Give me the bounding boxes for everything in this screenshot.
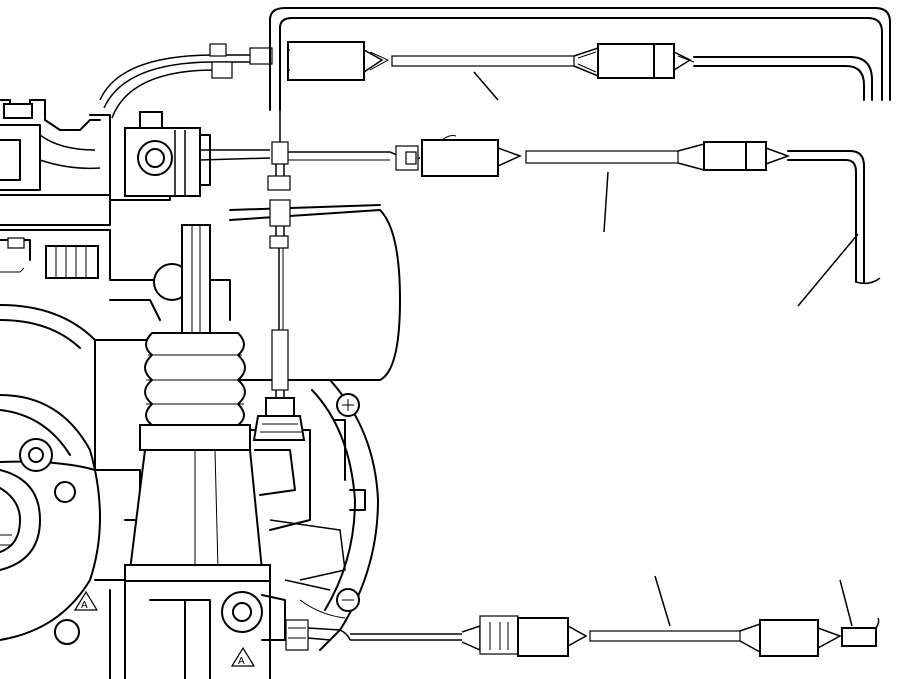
- warning-triangle-upper: A: [73, 590, 99, 611]
- svg-text:A: A: [81, 600, 88, 611]
- lower-harness: [285, 575, 880, 657]
- sensor-cable-vertical: [252, 110, 306, 441]
- warning-triangle-lower: A: [230, 646, 256, 667]
- control-lever-boot: [124, 224, 271, 582]
- upper-harness: [269, 7, 891, 111]
- middle-harness: [288, 135, 881, 307]
- svg-text:A: A: [238, 656, 245, 667]
